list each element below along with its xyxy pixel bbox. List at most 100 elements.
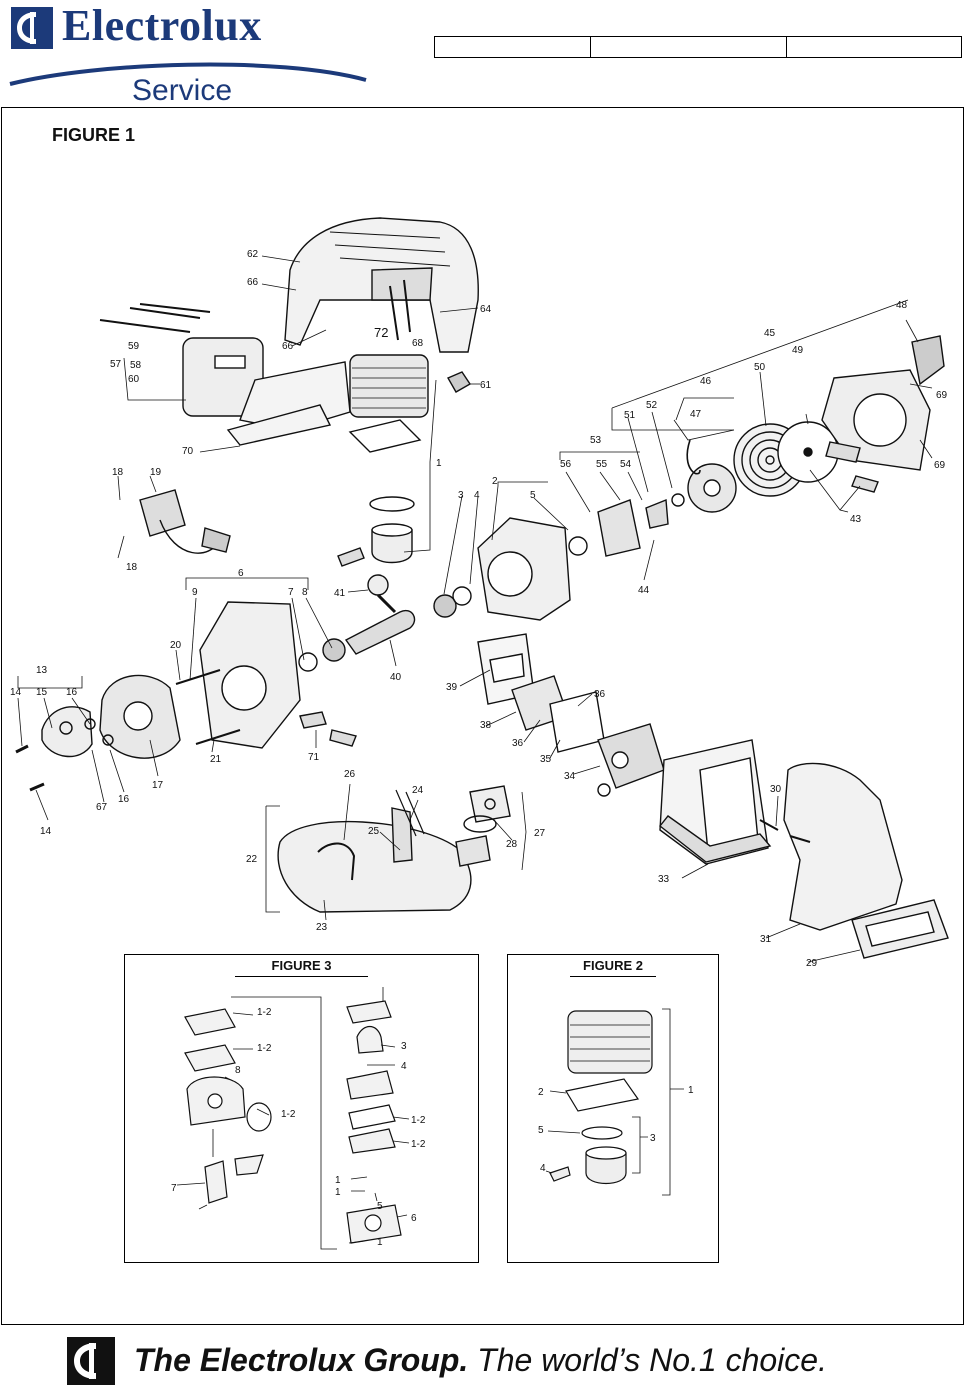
callout: 4	[401, 1061, 407, 1072]
part-callout: 39	[446, 682, 458, 693]
figure-2-title: FIGURE 2	[570, 955, 656, 977]
part-callout: 13	[36, 665, 48, 676]
footer-tagline: The Electrolux Group. The world’s No.1 c…	[134, 1342, 827, 1379]
header-cell	[435, 37, 591, 57]
part-callout: 70	[182, 446, 194, 457]
part-callout: 6	[238, 568, 244, 579]
part-callout: 23	[316, 922, 328, 933]
part-callout: 28	[506, 839, 518, 850]
part-callout: 2	[492, 476, 498, 487]
air-filter-cover	[783, 762, 903, 931]
callout: 5	[377, 1201, 383, 1212]
callout: 1-2	[281, 1109, 296, 1120]
part-callout: 18	[112, 467, 124, 478]
part-callout: 5	[530, 490, 536, 501]
fuel-cap	[469, 785, 511, 823]
part-callout: 56	[560, 459, 572, 470]
header-cell	[591, 37, 787, 57]
part-callout: 51	[624, 410, 636, 421]
cylinder-kit-diagram: 1 2 5 3 4	[538, 1008, 694, 1196]
part-callout: 45	[764, 328, 776, 339]
part-callout: 36	[512, 738, 524, 749]
part-callout: 3	[458, 490, 464, 501]
footer-group-name: The Electrolux Group.	[134, 1342, 469, 1378]
part-callout: 60	[128, 374, 140, 385]
part-callout: 34	[564, 771, 576, 782]
part-callout: 59	[128, 341, 140, 352]
part-callout: 38	[480, 720, 492, 731]
cylinder-gasket	[348, 419, 422, 453]
part-callout: 54	[620, 459, 632, 470]
starter-handle	[911, 335, 945, 386]
part-callout: 24	[412, 785, 424, 796]
part-callout: 17	[152, 780, 164, 791]
footer-slogan: The world’s No.1 choice.	[477, 1342, 827, 1378]
callout: 1-2	[411, 1115, 426, 1126]
part-callout: 27	[534, 828, 546, 839]
part-callout: 31	[760, 934, 772, 945]
callout: 7	[171, 1183, 177, 1194]
brand-subtitle: Service	[132, 74, 233, 107]
brand-swoosh	[8, 58, 368, 88]
header-reference-table	[434, 36, 962, 58]
part-callout: 64	[480, 304, 492, 315]
figure-3-title: FIGURE 3	[235, 955, 368, 977]
part-callout: 58	[130, 360, 142, 371]
callout: 1-2	[411, 1139, 426, 1150]
part-callout: 29	[806, 958, 818, 969]
part-callout: 69	[934, 460, 946, 471]
part-callout: 19	[150, 467, 162, 478]
part-callout: 26	[344, 769, 356, 780]
carburetor-exploded-diagram: 1-2 1-2 8 1-2 7 3 4 1-2 1-2 1 1 5 6 1	[171, 987, 426, 1250]
carburetor	[597, 723, 665, 789]
callout: 2	[538, 1087, 544, 1098]
part-callout: 9	[192, 587, 198, 598]
part-callout: 44	[638, 585, 650, 596]
part-callout: 40	[390, 672, 402, 683]
piston	[371, 529, 413, 564]
part-callout: 21	[210, 754, 222, 765]
part-callout: 67	[96, 802, 108, 813]
part-callout: 66	[282, 341, 294, 352]
part-callout: 52	[646, 400, 658, 411]
brand-name: Electrolux	[62, 1, 262, 50]
part-callout: 22	[246, 854, 258, 865]
fuel-tank	[277, 821, 472, 913]
part-callout: 16	[66, 687, 78, 698]
callout: 1-2	[257, 1007, 272, 1018]
crankshaft	[344, 609, 416, 655]
part-callout: 18	[126, 562, 138, 573]
spark-plug	[447, 371, 471, 393]
figure-2-inset: FIGURE 2 1 2 5 3 4	[507, 954, 719, 1263]
figure-3-inset: FIGURE 3 1-2 1-2 8	[124, 954, 479, 1263]
part-callout: 15	[36, 687, 48, 698]
piston-ring	[369, 496, 415, 512]
cylinder	[349, 354, 429, 418]
ignition-coil	[139, 489, 186, 537]
part-callout: 49	[792, 345, 804, 356]
callout: 1	[377, 1237, 383, 1248]
callout: 1	[688, 1085, 694, 1096]
part-callout: 33	[658, 874, 670, 885]
bearing	[433, 594, 457, 618]
part-callout: 7	[288, 587, 294, 598]
part-callout: 35	[540, 754, 552, 765]
part-callout: 61	[480, 380, 492, 391]
part-callout: 71	[308, 752, 320, 763]
part-callout: 55	[596, 459, 608, 470]
part-callout: 69	[936, 390, 948, 401]
cover-inner	[371, 267, 433, 301]
part-callout: 46	[700, 376, 712, 387]
figure-title: FIGURE 1	[52, 125, 136, 145]
part-callout: 68	[412, 338, 424, 349]
part-callout: 72	[374, 325, 388, 340]
part-callout: 50	[754, 362, 766, 373]
part-callout: 43	[850, 514, 862, 525]
part-callout: 48	[896, 300, 908, 311]
callout: 5	[538, 1125, 544, 1136]
part-callout: 53	[590, 435, 602, 446]
part-callout: 16	[118, 794, 130, 805]
part-callout: 14	[40, 826, 52, 837]
part-callout: 41	[334, 588, 346, 599]
callout: 4	[540, 1163, 546, 1174]
